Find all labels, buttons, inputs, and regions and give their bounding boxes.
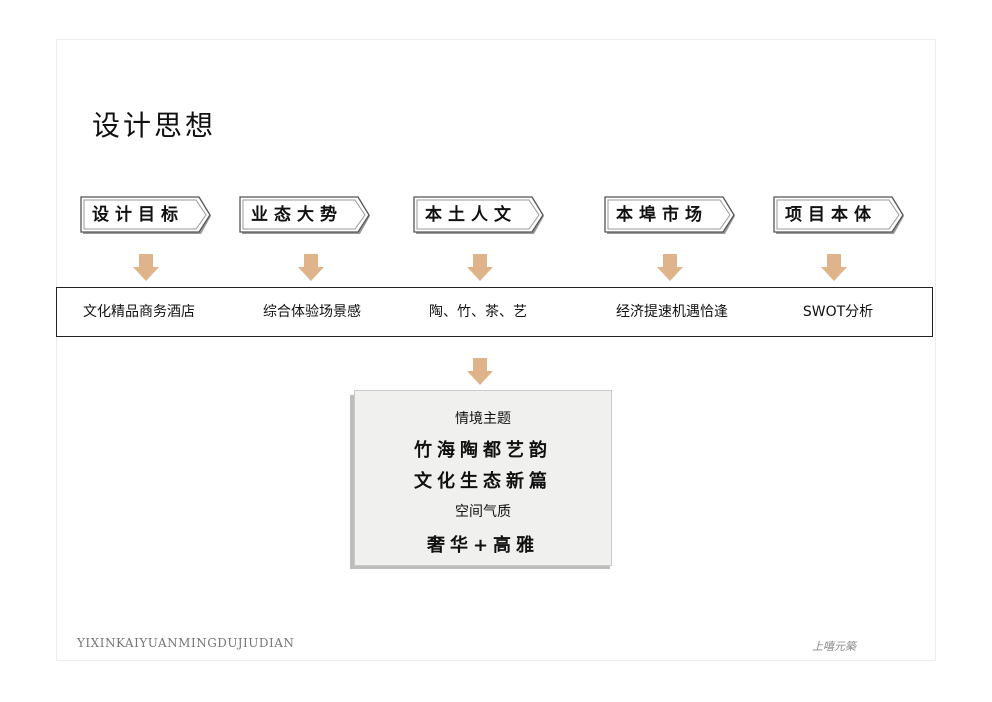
down-arrow-icon: [657, 254, 683, 281]
detail-local-market: 经济提速机遇恰逢: [616, 304, 728, 320]
step-label: 项目本体: [785, 205, 877, 225]
step-label: 本土人文: [425, 205, 517, 225]
theme-box: [354, 390, 612, 566]
step-label: 本埠市场: [616, 205, 708, 225]
step-tag-project-itself: 项目本体: [773, 196, 907, 237]
tag-chevron-shape: [413, 196, 544, 234]
tag-chevron-shape: [773, 196, 904, 234]
step-tag-local-market: 本埠市场: [604, 196, 738, 237]
footer-logo: 上嘻元築: [812, 640, 856, 653]
space-heading: 空间气质: [455, 504, 511, 520]
step-label: 设计目标: [92, 205, 184, 225]
theme-heading: 情境主题: [455, 411, 511, 427]
theme-line-1: 竹海陶都艺韵: [414, 440, 552, 461]
down-arrow-icon: [467, 358, 493, 385]
tag-chevron-shape: [80, 196, 211, 234]
detail-market-trend: 综合体验场景感: [263, 304, 361, 320]
slide-frame: [56, 39, 936, 661]
step-label: 业态大势: [251, 205, 343, 225]
theme-line-2: 文化生态新篇: [414, 471, 552, 492]
details-row: [56, 287, 933, 337]
step-tag-local-culture: 本土人文: [413, 196, 547, 237]
tag-chevron-shape: [239, 196, 370, 234]
down-arrow-icon: [467, 254, 493, 281]
down-arrow-icon: [133, 254, 159, 281]
step-tag-design-goal: 设计目标: [80, 196, 214, 237]
space-line: 奢华+高雅: [426, 535, 540, 556]
detail-project-itself: SWOT分析: [802, 304, 874, 320]
detail-design-goal: 文化精品商务酒店: [83, 304, 195, 320]
tag-chevron-shape: [604, 196, 735, 234]
down-arrow-icon: [298, 254, 324, 281]
detail-local-culture: 陶、竹、茶、艺: [429, 304, 527, 320]
step-tag-market-trend: 业态大势: [239, 196, 373, 237]
page-title: 设计思想: [92, 109, 217, 142]
footer-project-name: YIXINKAIYUANMINGDUJIUDIAN: [77, 636, 295, 650]
down-arrow-icon: [821, 254, 847, 281]
